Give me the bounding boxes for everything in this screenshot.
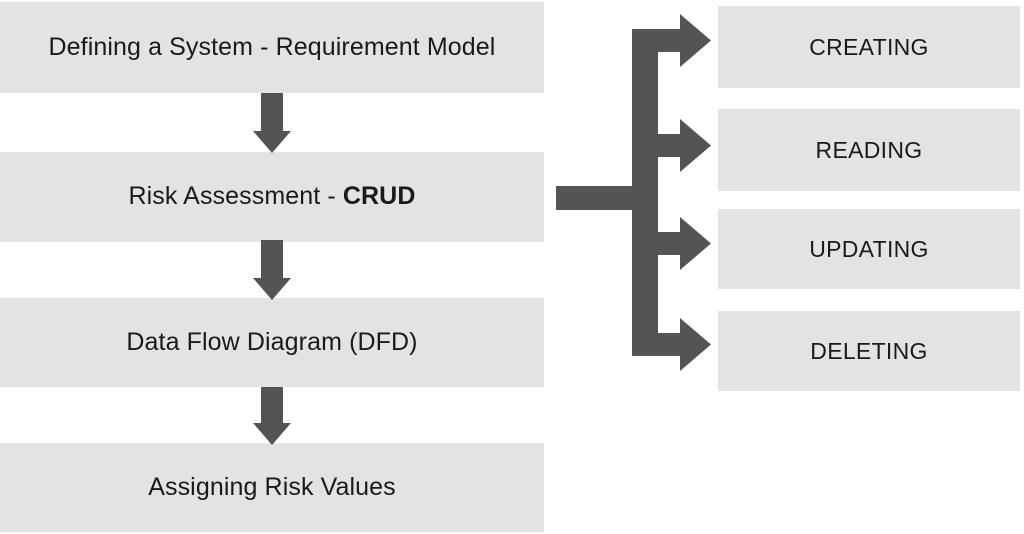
- arrow-shaft: [261, 93, 283, 133]
- process-box-label: Defining a System - Requirement Model: [48, 32, 496, 61]
- crud-box-label: CREATING: [809, 33, 929, 60]
- process-box-label-text: Risk Assessment -: [128, 182, 343, 211]
- process-box-label: Data Flow Diagram (DFD): [126, 327, 418, 356]
- branch-outlet-updating: [652, 217, 711, 270]
- crud-box-label: DELETING: [810, 337, 928, 364]
- branch-outlet-creating: [652, 14, 711, 67]
- crud-box-label: READING: [815, 136, 923, 163]
- process-box-assigning-risk-values: Assigning Risk Values: [0, 443, 544, 532]
- process-box-label: Assigning Risk Values: [148, 472, 396, 501]
- arrow-head: [253, 131, 291, 153]
- arrow-step1-to-step2-icon: [252, 93, 292, 153]
- process-box-label-emphasis: CRUD: [342, 182, 416, 211]
- process-box-risk-assessment-crud: Risk Assessment - CRUD: [0, 152, 544, 242]
- arrow-step2-to-step3-icon: [252, 240, 292, 300]
- arrow-head: [253, 423, 291, 445]
- branch-trunk: [632, 29, 658, 356]
- crud-box-reading: READING: [718, 109, 1020, 191]
- process-box-data-flow-diagram: Data Flow Diagram (DFD): [0, 298, 544, 387]
- process-box-label: Risk Assessment - CRUD: [119, 181, 426, 212]
- branch-feed-stem: [556, 186, 638, 210]
- arrow-shaft: [261, 387, 283, 425]
- arrow-step3-to-step4-icon: [252, 387, 292, 445]
- crud-box-updating: UPDATING: [718, 209, 1020, 289]
- branch-outlet-deleting: [652, 318, 711, 371]
- crud-box-creating: CREATING: [718, 6, 1020, 88]
- arrow-head: [253, 278, 291, 300]
- process-box-defining-a-system: Defining a System - Requirement Model: [0, 2, 544, 93]
- branch-outlet-reading: [652, 119, 711, 172]
- crud-box-label: UPDATING: [809, 235, 929, 262]
- arrow-shaft: [261, 240, 283, 280]
- crud-box-deleting: DELETING: [718, 311, 1020, 391]
